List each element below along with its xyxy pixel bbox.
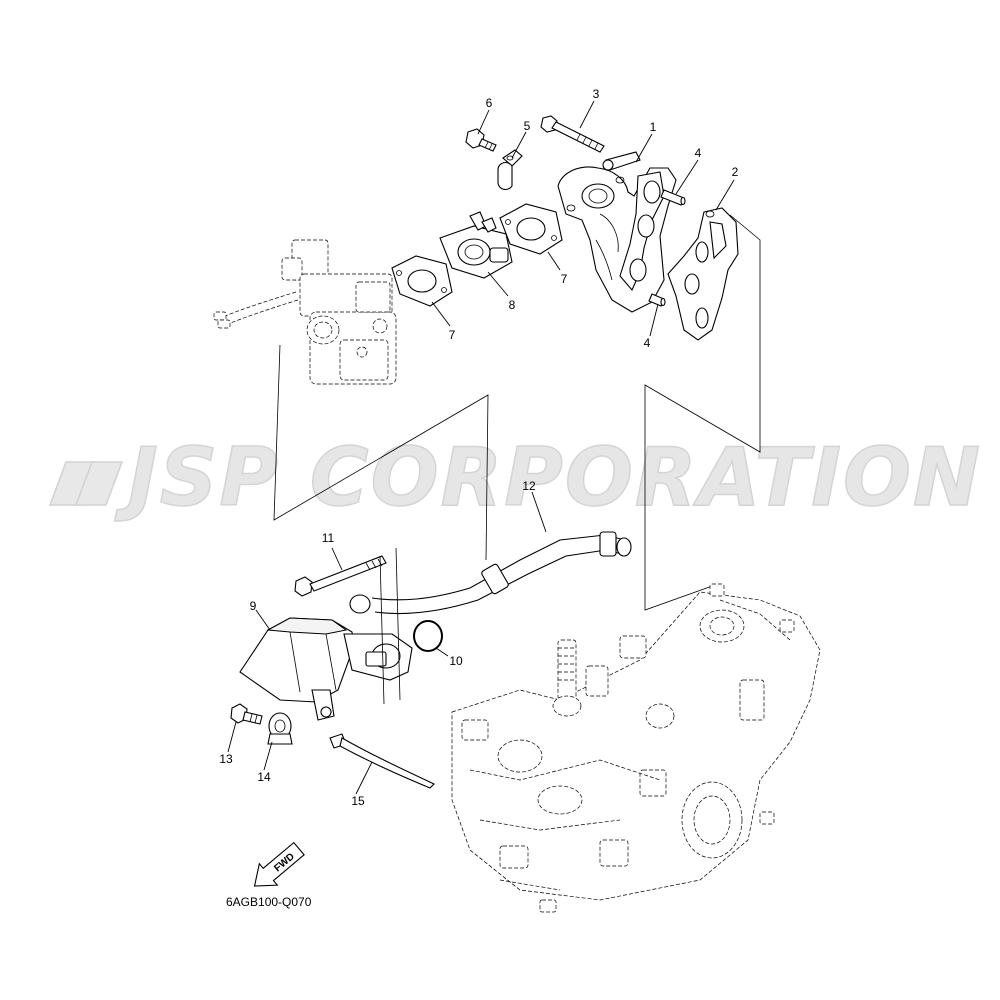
part-8-carburetor-joint: [439, 211, 513, 279]
part-3-bolt: [540, 115, 605, 153]
part-1-intake-manifold: [557, 151, 677, 313]
watermark: JSP CORPORATION: [48, 430, 982, 525]
callout-9: 9: [250, 599, 257, 613]
callout-3: 3: [593, 87, 600, 101]
callout-labels: 1 2 3 4 4 5 6 7 7 8 9 10 11 12 13 14 15: [219, 87, 738, 808]
engine-block: [451, 583, 821, 913]
reference-line-carburetor: [273, 344, 489, 561]
callout-5: 5: [524, 119, 531, 133]
part-11-bolt: [294, 555, 387, 597]
reference-line-manifold: [644, 214, 761, 611]
fwd-arrow: FWD: [253, 841, 305, 887]
callout-12: 12: [522, 479, 536, 493]
callout-4-lower: 4: [644, 336, 651, 350]
callout-4-upper: 4: [695, 146, 702, 160]
callout-15: 15: [351, 794, 365, 808]
callout-7-left: 7: [449, 328, 456, 342]
part-13-bolt: [230, 703, 263, 725]
part-12-breather-hose: [349, 531, 632, 615]
callout-6: 6: [486, 96, 493, 110]
watermark-logo-icon: [48, 461, 124, 506]
callout-11: 11: [322, 531, 335, 545]
part-4-dowel-upper: [660, 189, 686, 206]
part-7-gasket-left: [391, 255, 453, 307]
callout-13: 13: [219, 752, 233, 766]
part-5-clamp: [497, 149, 523, 191]
part-4-dowel-lower: [648, 293, 666, 307]
part-6-bolt: [465, 128, 497, 152]
part-15-cable-tie: [329, 733, 435, 789]
callout-7-right: 7: [561, 272, 568, 286]
callout-1: 1: [650, 120, 657, 134]
part-2-manifold-gasket: [667, 207, 739, 341]
part-7-gasket-right: [499, 203, 563, 255]
part-9-intake-silencer: [239, 547, 413, 721]
callout-8: 8: [509, 298, 516, 312]
callout-14: 14: [257, 770, 271, 784]
part-10-o-ring: [413, 620, 443, 652]
callout-2: 2: [732, 165, 739, 179]
callout-10: 10: [449, 654, 463, 668]
part-14-grommet: [267, 712, 293, 745]
fwd-arrow-icon: [253, 841, 305, 887]
watermark-text: JSP CORPORATION: [114, 431, 982, 524]
leader-lines: [227, 100, 735, 795]
carburetor-assembly: [213, 239, 397, 385]
diagram-code: 6AGB100-Q070: [226, 895, 312, 909]
